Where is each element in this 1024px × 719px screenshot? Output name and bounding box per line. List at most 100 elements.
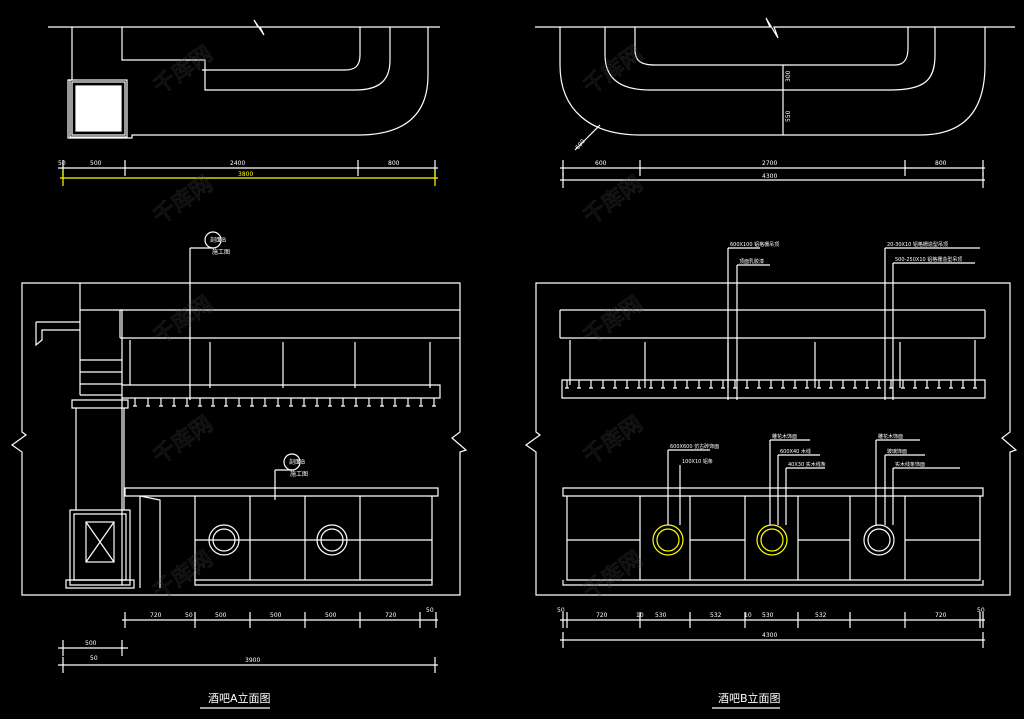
hanging-glass [937,380,941,389]
hanging-glass [577,380,581,389]
hanging-glass [565,380,569,389]
hanging-glass [973,380,977,389]
left-tag-bottom: 剖面B 施工图 [289,458,308,478]
hanging-glass [685,380,689,389]
note-text: 600X100 铝格栅吊顶 [730,241,779,248]
hanging-glass [961,380,965,389]
dim-label: 10 [636,612,644,619]
hanging-glass [865,380,869,389]
left-elevation [10,282,468,596]
hanging-glass [877,380,881,389]
left-plan-dim-labels: 50 500 2400 800 3800 [58,160,400,178]
hanging-glass [276,398,280,407]
hanging-glass [613,380,617,389]
hanging-glass [673,380,677,389]
right-plan-view [535,17,1015,151]
hanging-glass [625,380,629,389]
hanging-glass [159,398,163,407]
dim-label: 4300 [762,632,777,639]
dim-label: 720 [150,612,162,619]
hanging-glass [250,398,254,407]
note-text: 顶面乳胶漆 [739,258,764,265]
hanging-glass [721,380,725,389]
hanging-glass [889,380,893,389]
right-leader-lines [667,247,980,525]
hanging-glass [769,380,773,389]
dim-label: 500 [90,160,102,167]
hanging-glass [328,398,332,407]
dim-label: 500 [215,612,227,619]
tag-text: 施工图 [212,248,230,256]
dim-label: 10 [744,612,752,619]
left-elevation-dimensions [58,612,438,709]
note-text: 600X40 木线 [780,448,811,455]
dim-label: 50 [977,607,985,614]
hanging-glass [589,380,593,389]
dim-label: 500 [85,640,97,647]
left-bar-counter [124,487,439,588]
dim-label: 720 [596,612,608,619]
hanging-glass [289,398,293,407]
right-drawing-title: 酒吧B立面图 [718,691,781,705]
dim-label: 720 [935,612,947,619]
note-text: 雕花木饰面 [878,433,903,440]
dim-label: 530 [655,612,667,619]
note-text: 20-30X10 铝格栅造型吊顶 [887,241,948,248]
hanging-glass [198,398,202,407]
hanging-glass [224,398,228,407]
hanging-glass [661,380,665,389]
hanging-glass [263,398,267,407]
hanging-glass [419,398,423,407]
hanging-glass [709,380,713,389]
left-plan-dimensions [58,160,438,186]
hanging-glass [949,380,953,389]
hanging-glass [133,398,137,407]
hanging-glass [354,398,358,407]
hanging-glass [745,380,749,389]
hanging-glass [913,380,917,389]
dim-label: 50 [557,607,565,614]
note-text: 500-250X10 铝格栅造型吊顶 [895,256,962,263]
hanging-glass [393,398,397,407]
right-elev-dim-labels: 50 720 10 530 532 10 530 532 720 50 4300 [557,607,985,639]
hanging-glass [185,398,189,407]
hanging-glass [302,398,306,407]
hanging-glass [237,398,241,407]
hanging-glass [649,380,653,389]
dim-label: 2400 [230,160,245,167]
right-lower-notes: 600X600 仿古砖饰面 100X10 铝条 雕花木饰面 600X40 木线 … [670,433,925,468]
dim-label: 3900 [245,657,260,664]
hanging-glass [733,380,737,389]
dim-label: 3800 [238,171,253,178]
dim-label: 500 [270,612,282,619]
note-text: 600X600 仿古砖饰面 [670,443,719,450]
left-glass-rack [133,398,436,407]
hanging-glass [841,380,845,389]
hanging-glass [901,380,905,389]
left-section-tags [189,231,301,500]
right-plan-dimensions [560,160,985,188]
hanging-glass [211,398,215,407]
dim-label: 50 [426,607,434,614]
dim-label: 500 [325,612,337,619]
hanging-glass [853,380,857,389]
hanging-glass [367,398,371,407]
tag-text: 剖面B [210,236,226,244]
hanging-glass [925,380,929,389]
hanging-glass [315,398,319,407]
dim-label: 800 [388,160,400,167]
tag-text: 剖面B [289,458,305,466]
dim-label: 50 [185,612,193,619]
dim-label: 530 [762,612,774,619]
left-elev-dim-labels: 720 50 500 500 500 720 50 500 50 3900 [85,607,434,664]
hanging-glass [781,380,785,389]
dim-label: 2700 [762,160,777,167]
tag-text: 施工图 [290,470,308,478]
dim-label: 50 [58,160,66,167]
hanging-glass [793,380,797,389]
note-text: 雕花木饰面 [772,433,797,440]
dim-label: 300 [785,70,792,82]
hanging-glass [637,380,641,389]
hanging-glass [805,380,809,389]
